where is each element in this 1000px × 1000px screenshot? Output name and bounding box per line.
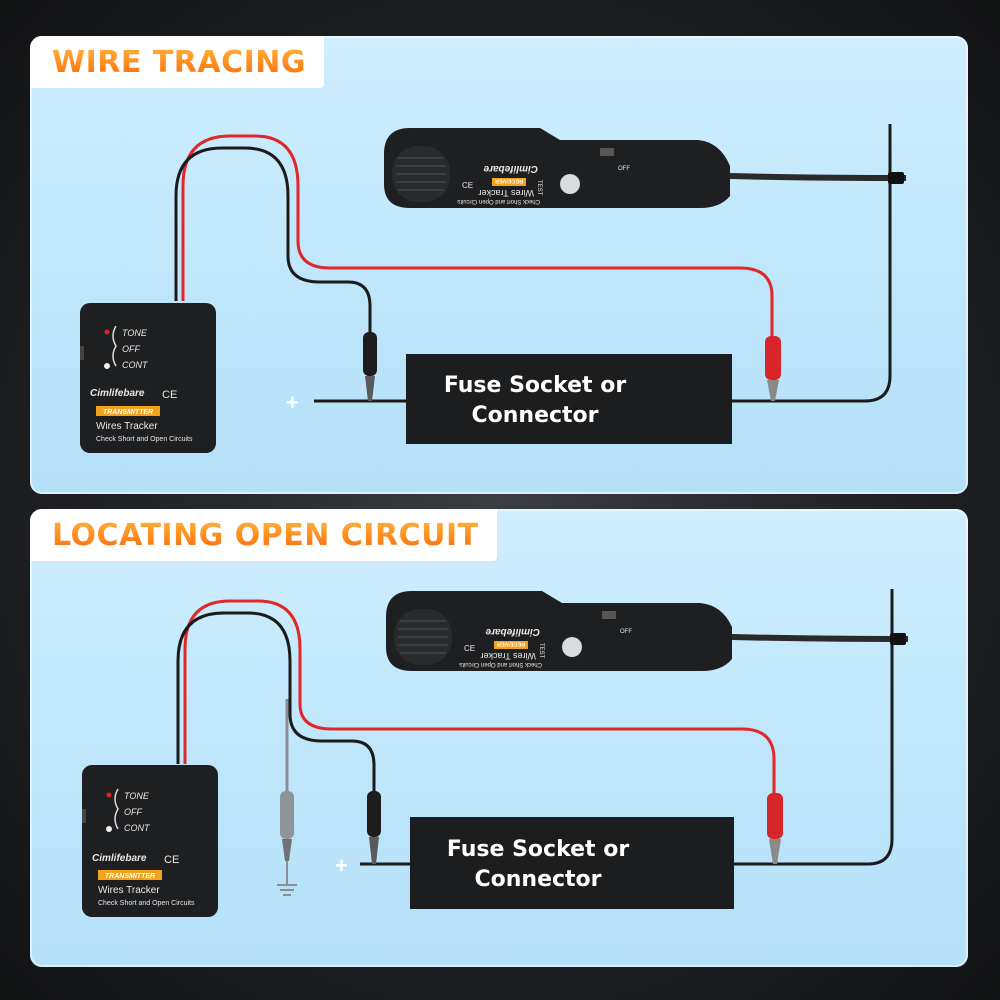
receiver-test-button bbox=[560, 174, 580, 194]
receiver-off-label: OFF bbox=[620, 629, 632, 635]
transmitter-subtitle: Check Short and Open Circuits bbox=[96, 436, 193, 443]
fuse-box-line1: Fuse Socket or bbox=[447, 837, 630, 862]
title-tab: WIRE TRACING bbox=[30, 36, 324, 88]
receiver-tag-bg bbox=[492, 178, 526, 186]
transmitter-subtitle: Check Short and Open Circuits bbox=[98, 900, 195, 907]
red-lead-wire bbox=[181, 134, 774, 356]
receiver-tag: RECEIVER bbox=[497, 641, 525, 647]
speaker-grille bbox=[396, 157, 446, 191]
red-alligator-clip bbox=[767, 793, 783, 864]
probe-cable bbox=[775, 589, 894, 866]
receiver-subtitle: Check Short and Open Circuits bbox=[459, 661, 542, 667]
fuse-socket-connector: Fuse Socket or Connector bbox=[410, 817, 734, 909]
positive-terminal-label: + bbox=[335, 853, 348, 878]
receiver-test-label: TEST bbox=[538, 643, 544, 659]
grey-alligator-clip bbox=[280, 791, 294, 861]
receiver-device: TEST OFF Cimlifebare RECEIVER Wires Trac… bbox=[386, 591, 732, 671]
transmitter-device: TONE OFF CONT Cimlifebare CE TRANSMITTER… bbox=[82, 765, 218, 917]
probe-tip bbox=[890, 633, 906, 645]
switch-label-cont: CONT bbox=[124, 823, 151, 833]
fuse-box-line2: Connector bbox=[471, 403, 598, 428]
switch-label-off: OFF bbox=[124, 807, 142, 817]
probe-tip bbox=[888, 172, 904, 184]
open-circuit-diagram: + Fuse Socket or Connector bbox=[82, 589, 909, 917]
switch-bracket bbox=[114, 788, 119, 830]
black-alligator-clip bbox=[367, 791, 381, 864]
receiver-name: Wires Tracker bbox=[478, 188, 534, 198]
receiver-ce-mark: CE bbox=[464, 644, 475, 653]
receiver-tag-bg bbox=[494, 641, 528, 649]
receiver-tag: RECEIVER bbox=[495, 178, 523, 184]
cont-indicator-led bbox=[104, 363, 110, 369]
transmitter-name: Wires Tracker bbox=[96, 421, 158, 432]
switch-label-off: OFF bbox=[122, 344, 140, 354]
receiver-device: TEST OFF Cimlifebare RECEIVER Wires Trac… bbox=[384, 128, 730, 208]
transmitter-tag: TRANSMITTER bbox=[103, 409, 153, 416]
receiver-probe-rod bbox=[729, 173, 907, 181]
black-lead-wire bbox=[176, 611, 376, 793]
black-lead-wire bbox=[174, 146, 372, 336]
locating-open-circuit-panel: + Fuse Socket or Connector bbox=[30, 509, 968, 967]
switch-label-tone: TONE bbox=[122, 328, 148, 338]
transmitter-name: Wires Tracker bbox=[98, 885, 160, 896]
receiver-name: Wires Tracker bbox=[480, 651, 536, 661]
receiver-brand: Cimlifebare bbox=[485, 626, 540, 637]
wire-tracing-panel: + Fuse Socket or Connector bbox=[30, 36, 968, 494]
panel-title: WIRE TRACING bbox=[52, 44, 306, 80]
red-alligator-clip bbox=[765, 336, 781, 401]
transmitter-device: TONE OFF CONT Cimlifebare CE TRANSMITTER… bbox=[80, 303, 216, 453]
receiver-brand: Cimlifebare bbox=[483, 163, 538, 174]
receiver-probe-rod bbox=[731, 634, 909, 642]
switch-label-cont: CONT bbox=[122, 360, 149, 370]
receiver-volume-switch bbox=[602, 611, 616, 619]
probe-cable bbox=[775, 124, 892, 403]
switch-label-tone: TONE bbox=[124, 791, 150, 801]
positive-terminal-label: + bbox=[286, 390, 299, 415]
transmitter-brand: Cimlifebare bbox=[92, 853, 147, 864]
wire-tracing-diagram: + Fuse Socket or Connector bbox=[80, 124, 907, 453]
receiver-volume-switch bbox=[600, 148, 614, 156]
fuse-socket-connector: Fuse Socket or Connector bbox=[406, 354, 732, 444]
fuse-box-line1: Fuse Socket or bbox=[444, 373, 627, 398]
speaker-grille bbox=[398, 620, 448, 654]
black-alligator-clip bbox=[363, 332, 377, 401]
title-tab: LOCATING OPEN CIRCUIT bbox=[30, 509, 497, 561]
transmitter-ce-mark: CE bbox=[162, 389, 177, 401]
transmitter-tag-bg bbox=[98, 870, 162, 880]
receiver-ce-mark: CE bbox=[462, 181, 473, 190]
tone-indicator-led bbox=[106, 792, 112, 798]
receiver-subtitle: Check Short and Open Circuits bbox=[457, 198, 540, 204]
transmitter-ce-mark: CE bbox=[164, 854, 179, 866]
transmitter-brand: Cimlifebare bbox=[90, 388, 145, 399]
switch-bracket bbox=[112, 325, 117, 367]
receiver-test-label: TEST bbox=[536, 180, 542, 196]
receiver-test-button bbox=[562, 637, 582, 657]
red-lead-wire bbox=[183, 599, 776, 799]
transmitter-tag: TRANSMITTER bbox=[105, 873, 155, 880]
fuse-box-line2: Connector bbox=[474, 867, 601, 892]
cont-indicator-led bbox=[106, 826, 112, 832]
transmitter-tag-bg bbox=[96, 406, 160, 416]
receiver-off-label: OFF bbox=[618, 166, 630, 172]
ground-symbol bbox=[277, 861, 297, 896]
panel-title: LOCATING OPEN CIRCUIT bbox=[52, 517, 479, 553]
tone-indicator-led bbox=[104, 329, 110, 335]
